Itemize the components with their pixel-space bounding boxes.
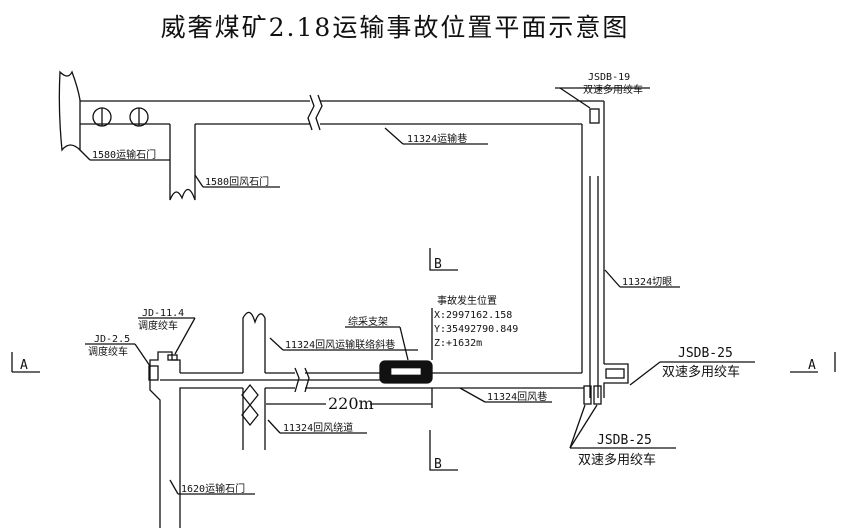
transport-crosscut-1580-label: 1580运输石门: [92, 148, 156, 161]
transport-roadway-label: 11324运输巷: [407, 132, 467, 145]
return-roadway-label: 11324回风巷: [487, 391, 547, 403]
leader-lines: [79, 87, 755, 495]
section-b-bottom-label: B: [434, 457, 442, 472]
distance-label: 220m: [328, 394, 374, 413]
return-bypass-label: 11324回风绕道: [283, 421, 353, 434]
jsdb19-code-label: JSDB-19: [588, 72, 630, 83]
jsdb25b-name-label: 双速多用绞车: [578, 452, 656, 468]
support-label: 综采支架: [348, 315, 388, 328]
section-markers: [11, 248, 836, 471]
jsdb25a-code-label: JSDB-25: [678, 346, 733, 361]
jsdb19-name-label: 双速多用绞车: [583, 83, 643, 96]
jd114-name-label: 调度绞车: [138, 319, 178, 332]
return-roadway-drawing: [148, 311, 584, 528]
section-a-left-label: A: [20, 358, 28, 373]
section-a-right-label: A: [808, 358, 816, 373]
transport-crosscut-1620-label: 1620运输石门: [181, 482, 245, 495]
accident-z-elevation: Z:+1632m: [434, 338, 482, 349]
jsdb25b-code-label: JSDB-25: [597, 433, 652, 448]
jd25-name-label: 调度绞车: [88, 345, 128, 358]
section-b-top-label: B: [434, 257, 442, 272]
cut-hole-label: 11324切眼: [622, 276, 672, 288]
return-crosscut-1580-label: 1580回风石门: [205, 175, 269, 188]
accident-location-title: 事故发生位置: [437, 294, 497, 307]
transport-roadway-drawing: [58, 70, 604, 201]
accident-y-coordinate: Y:35492790.849: [434, 324, 518, 335]
accident-x-coordinate: X:2997162.158: [434, 310, 512, 321]
connecting-incline-label: 11324回风运输联络斜巷: [285, 338, 395, 351]
jd114-code-label: JD-11.4: [142, 308, 184, 319]
cut-hole-drawing: [581, 101, 629, 405]
jsdb25a-name-label: 双速多用绞车: [662, 364, 740, 380]
diagram-title: 威奢煤矿2.18运输事故位置平面示意图: [160, 13, 630, 42]
jd25-code-label: JD-2.5: [94, 334, 130, 345]
